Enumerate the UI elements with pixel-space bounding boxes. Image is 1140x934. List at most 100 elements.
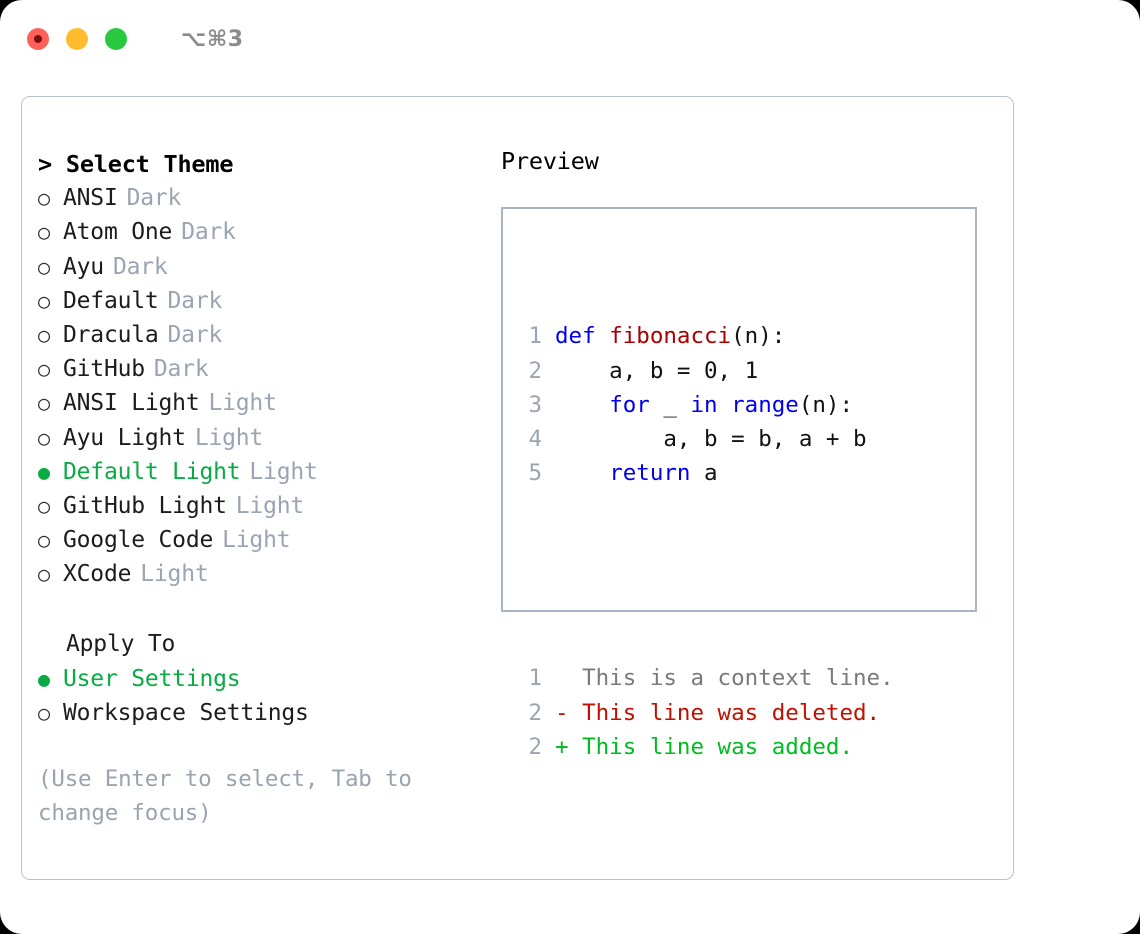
code-token: fibonacci [609,323,732,350]
maximize-window-button[interactable] [105,28,127,50]
diff-marker: - [555,699,569,726]
diff-line-text: This line was deleted. [568,699,881,726]
code-token [555,460,609,486]
line-number: 3 [528,391,542,418]
radio-unselected-icon: ○ [38,425,51,450]
recording-indicator-icon [34,35,42,43]
code-token: a, b = b, a + b [555,426,867,453]
apply-to-item[interactable]: ○ Workspace Settings [38,696,488,730]
theme-variant-badge: Light [208,390,277,417]
radio-unselected-icon: ○ [38,186,51,211]
theme-list-item[interactable]: ○ Default Dark [38,284,488,318]
code-line: 5 return a [519,456,894,490]
code-line: 2 a, b = 0, 1 [519,354,894,388]
keyboard-hint-text: (Use Enter to select, Tab to change focu… [38,766,426,826]
apply-to-label: Workspace Settings [63,699,309,726]
code-line-text: for _ in range(n): [555,388,853,422]
radio-unselected-icon: ○ [38,562,51,587]
radio-unselected-icon: ○ [38,700,51,725]
line-number: 1 [528,665,542,692]
diff-line: 2- This line was deleted. [519,696,894,730]
code-token [718,392,732,418]
theme-variant-badge: Dark [153,356,209,383]
theme-name-label: Ayu Light [63,424,186,451]
code-line-text: def fibonacci(n): [555,319,785,353]
line-number: 4 [528,426,542,453]
line-number: 1 [528,323,542,350]
theme-name-label: XCode [63,561,132,588]
code-line-text: a, b = 0, 1 [555,354,758,388]
theme-variant-badge: Dark [167,287,223,314]
diff-line-text: This is a context line. [568,665,894,692]
theme-list-item[interactable]: ○ Ayu Dark [38,250,488,284]
code-token: _ [649,391,691,418]
radio-unselected-icon: ○ [38,254,51,279]
minimize-window-button[interactable] [66,28,88,50]
theme-name-label: Default Light [63,458,241,485]
apply-to-item[interactable]: ●User Settings [38,662,488,696]
theme-variant-badge: Light [194,424,264,451]
radio-unselected-icon: ○ [38,288,51,313]
close-window-button[interactable] [27,28,49,50]
theme-name-label: GitHub [63,356,145,383]
theme-list-item[interactable]: ○ ANSI Dark [38,181,488,215]
theme-name-label: Ayu [63,253,104,280]
code-token: range [731,391,799,418]
theme-list-item[interactable]: ○ GitHub Dark [38,352,488,386]
theme-name-label: Default [63,287,159,314]
theme-list-item[interactable]: ○ XCode Light [38,557,488,591]
select-theme-header: > Select Theme [38,150,234,178]
code-token: (n): [731,323,786,350]
title-bar: ⌥⌘3 [0,0,1140,78]
theme-name-label: Google Code [63,527,214,554]
line-number: 5 [528,460,542,487]
theme-list-item[interactable]: ○ Dracula Dark [38,318,488,352]
code-token: return [609,460,691,487]
radio-unselected-icon: ○ [38,528,51,553]
preview-title: Preview [501,147,599,175]
code-line: 1 def fibonacci(n): [519,319,894,353]
line-number: 2 [528,733,542,760]
radio-selected-icon: ● [38,666,51,691]
line-number: 2 [528,699,542,726]
theme-name-label: Dracula [63,321,159,348]
line-number: 2 [528,357,542,384]
theme-variant-badge: Dark [126,185,182,212]
theme-list-item[interactable]: ○ Google Code Light [38,523,488,557]
code-token: for [609,391,650,418]
theme-list-item[interactable]: ○ Ayu Light Light [38,421,488,455]
radio-unselected-icon: ○ [38,220,51,245]
diff-marker: + [555,733,569,760]
code-line: 3 for _ in range(n): [519,388,894,422]
radio-unselected-icon: ○ [38,322,51,347]
diff-marker [555,661,569,695]
code-token [555,392,609,418]
theme-variant-badge: Dark [167,321,223,348]
diff-line: 1 This is a context line. [519,661,894,695]
window-controls [27,28,127,50]
code-token: def [555,323,610,350]
code-token: a, b = 0, 1 [555,357,759,384]
theme-variant-badge: Light [140,561,209,588]
theme-variant-badge: Light [222,527,291,554]
radio-unselected-icon: ○ [38,391,51,416]
radio-unselected-icon: ○ [38,357,51,382]
apply-to-header: Apply To [66,631,176,658]
code-blank-line [519,559,894,593]
theme-name-label: GitHub Light [63,492,227,519]
theme-variant-badge: Dark [112,253,168,280]
theme-variant-badge: Light [249,458,318,485]
theme-variant-badge: Dark [181,219,236,246]
theme-name-label: ANSI [63,185,118,212]
radio-unselected-icon: ○ [38,493,51,518]
